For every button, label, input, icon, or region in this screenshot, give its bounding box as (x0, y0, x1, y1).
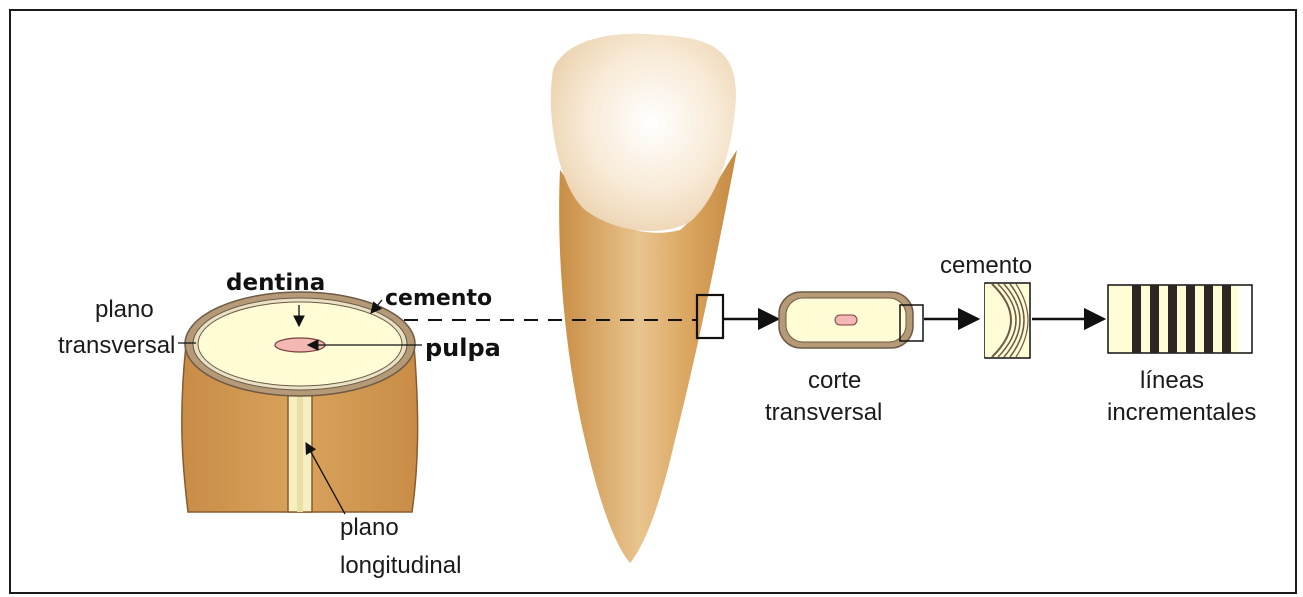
label-plano-transversal-1: plano (95, 296, 154, 323)
label-cemento-right: cemento (940, 252, 1032, 279)
cross-section-cut (779, 292, 923, 348)
cut-pulp (835, 315, 857, 325)
cement-zoom (985, 283, 1030, 358)
label-transversal: transversal (765, 399, 882, 426)
tooth-illustration (551, 34, 737, 563)
root-section-block (178, 292, 422, 514)
label-incrementales: incrementales (1107, 399, 1256, 426)
label-lineas: líneas (1140, 367, 1204, 394)
label-plano-longitudinal-2: longitudinal (340, 552, 461, 579)
label-pulpa: pulpa (425, 334, 501, 362)
incremental-lines-block (1108, 285, 1252, 353)
label-plano-longitudinal-1: plano (340, 514, 399, 541)
longitudinal-pulp-line (297, 380, 303, 512)
label-cemento-left: cemento (385, 286, 492, 311)
label-dentina: dentina (226, 270, 325, 296)
label-corte: corte (808, 367, 861, 394)
label-plano-transversal-2: transversal (58, 332, 175, 359)
